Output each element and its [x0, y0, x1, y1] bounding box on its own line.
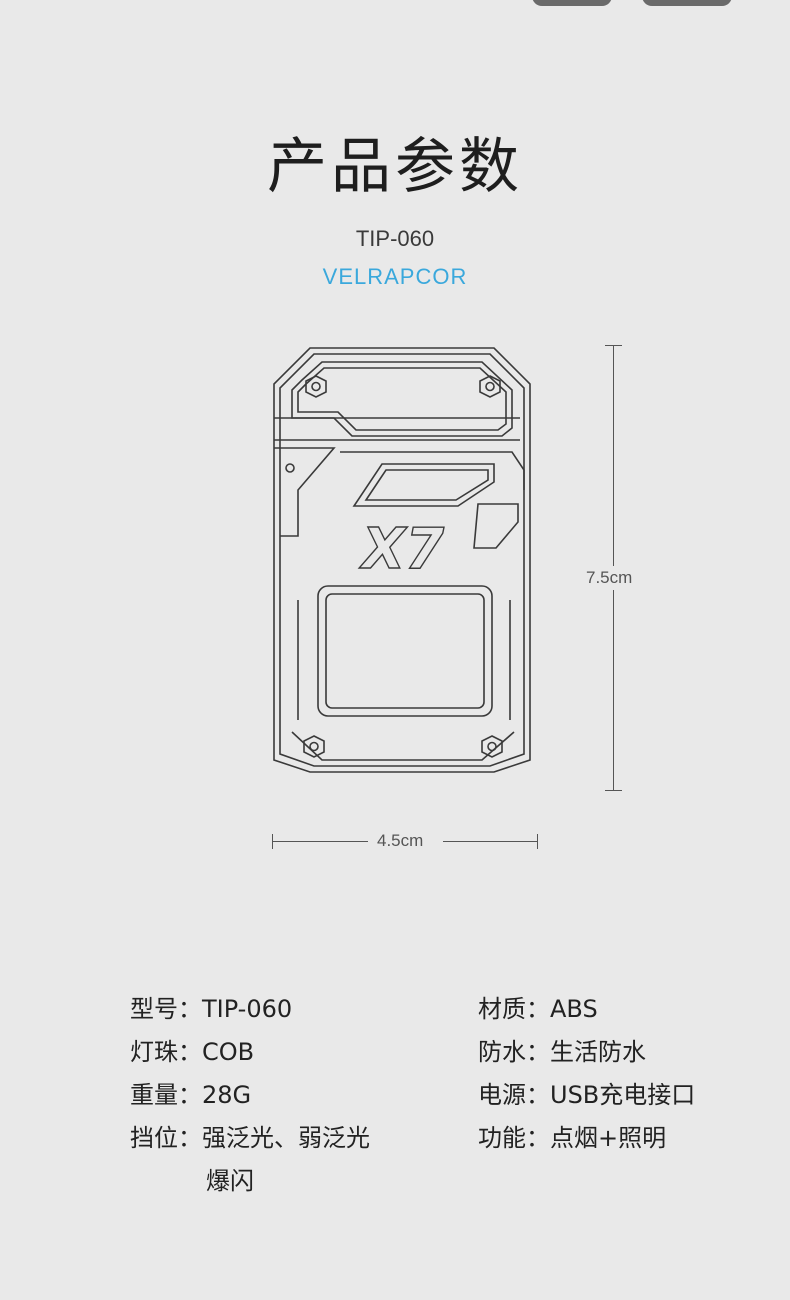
spec-item: 防水：生活防水: [478, 1037, 646, 1067]
spec-item: 功能：点烟+照明: [478, 1123, 666, 1153]
device-outline: [273, 347, 531, 773]
spec-label: 电源：: [478, 1081, 550, 1109]
spec-label: 功能：: [478, 1124, 550, 1152]
brand-name: VELRAPCOR: [322, 264, 468, 289]
width-dimension-line: [443, 841, 538, 842]
page-title: 产品参数: [267, 132, 523, 202]
spec-label: 灯珠：: [130, 1038, 202, 1066]
screw-icon: [305, 375, 327, 398]
spec-item: 电源：USB充电接口: [478, 1080, 695, 1110]
spec-value-continued: 爆闪: [206, 1167, 254, 1195]
spec-label: 重量：: [130, 1081, 202, 1109]
device-logo: X7: [359, 517, 444, 582]
spec-label: 材质：: [478, 995, 550, 1023]
dimension-cap: [605, 345, 622, 346]
spec-value: 点烟+照明: [550, 1124, 667, 1152]
lighter-device-illustration: X7: [273, 347, 531, 773]
spec-item: 灯珠：COB: [130, 1037, 254, 1067]
spec-item: 型号：TIP-060: [130, 994, 292, 1024]
spec-value: ABS: [550, 995, 598, 1023]
height-label: 7.5cm: [586, 566, 633, 590]
spec-item: 材质：ABS: [478, 994, 598, 1024]
spec-item: 挡位：强泛光、弱泛光: [130, 1123, 370, 1153]
spec-value: COB: [202, 1038, 255, 1066]
spec-label: 挡位：: [130, 1124, 202, 1152]
spec-value: 强泛光、弱泛光: [202, 1124, 370, 1152]
spec-value: 生活防水: [550, 1038, 646, 1066]
screw-icon: [479, 375, 501, 398]
spec-label: 型号：: [130, 995, 202, 1023]
width-label: 4.5cm: [377, 831, 424, 850]
upper-plate: [352, 463, 495, 507]
dimension-cap: [605, 790, 622, 791]
top-cap: [291, 361, 513, 437]
spec-label: 防水：: [478, 1038, 550, 1066]
spec-value: USB充电接口: [550, 1081, 696, 1109]
width-dimension-line: [272, 841, 368, 842]
spec-value: 28G: [202, 1081, 252, 1109]
cropped-text-fragment: [532, 0, 732, 6]
model-number: TIP-060: [355, 226, 435, 251]
dimension-cap: [537, 834, 538, 849]
screw-icon: [481, 735, 503, 758]
spec-value: TIP-060: [202, 995, 293, 1023]
screw-icon: [303, 735, 325, 758]
display-window: [317, 585, 493, 717]
spec-item: 重量：28G: [130, 1080, 251, 1110]
